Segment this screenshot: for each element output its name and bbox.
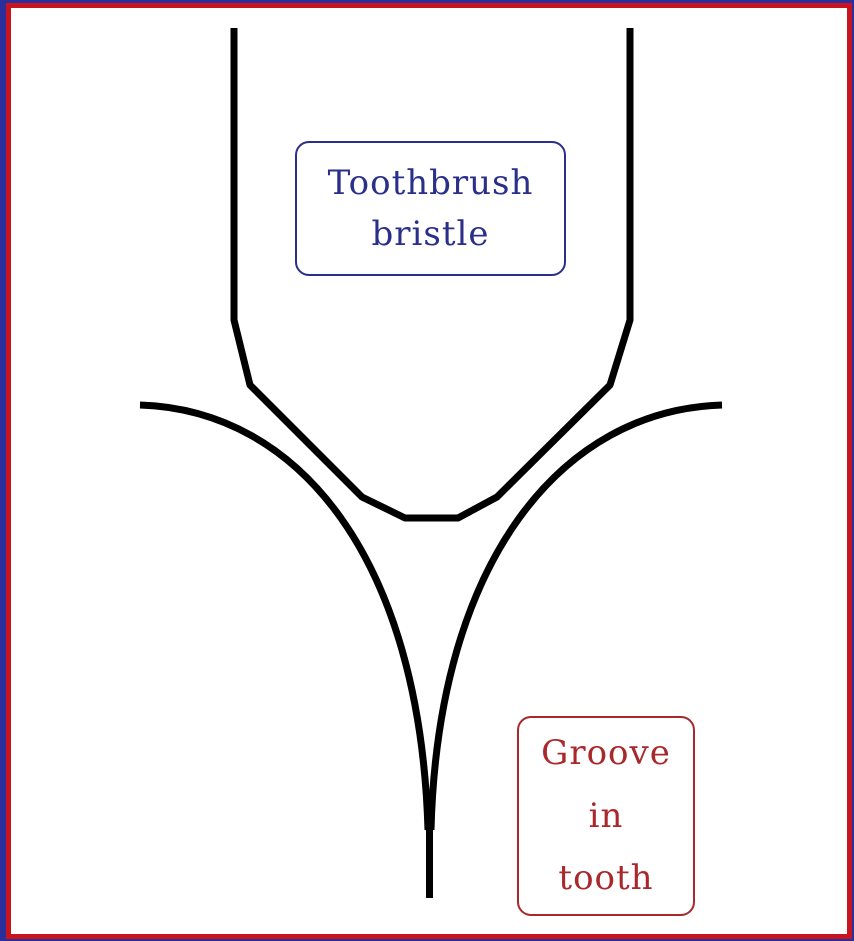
toothbrush-bristle-label: Toothbrush bristle <box>295 141 566 276</box>
groove-in-tooth-label: Groove in tooth <box>517 716 695 916</box>
groove-label-line-1: Groove <box>541 722 671 785</box>
groove-label-line-3: tooth <box>558 847 653 910</box>
bristle-label-line-1: Toothbrush <box>328 158 534 209</box>
groove-label-line-2: in <box>589 785 624 848</box>
groove-left-wall <box>140 405 428 830</box>
bristle-label-line-2: bristle <box>372 209 490 260</box>
